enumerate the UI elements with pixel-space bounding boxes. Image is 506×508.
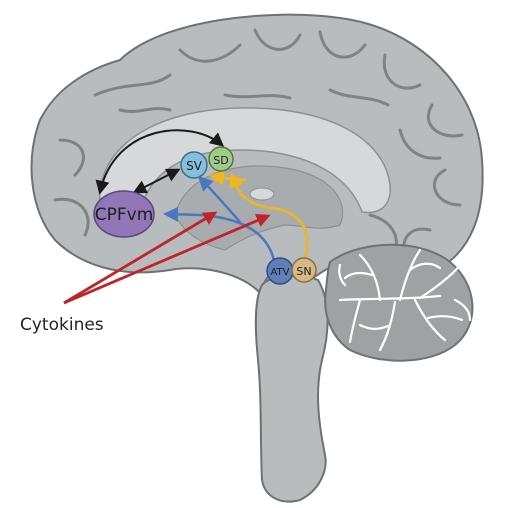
node-sv: SV: [181, 152, 207, 178]
node-sn: SN: [292, 258, 316, 282]
node-sd-label: SD: [213, 154, 228, 167]
cerebellum: [325, 245, 472, 361]
node-sn-label: SN: [296, 265, 311, 278]
node-atv: ATV: [267, 258, 293, 284]
brainstem: [256, 275, 328, 501]
cytokines-label: Cytokines: [20, 315, 104, 335]
ventricle-spot: [250, 188, 274, 200]
node-sv-label: SV: [186, 159, 203, 173]
node-cpfvm: CPFvm: [94, 191, 154, 237]
node-cpfvm-label: CPFvm: [95, 205, 154, 225]
node-sd: SD: [209, 147, 233, 171]
node-atv-label: ATV: [270, 267, 289, 278]
